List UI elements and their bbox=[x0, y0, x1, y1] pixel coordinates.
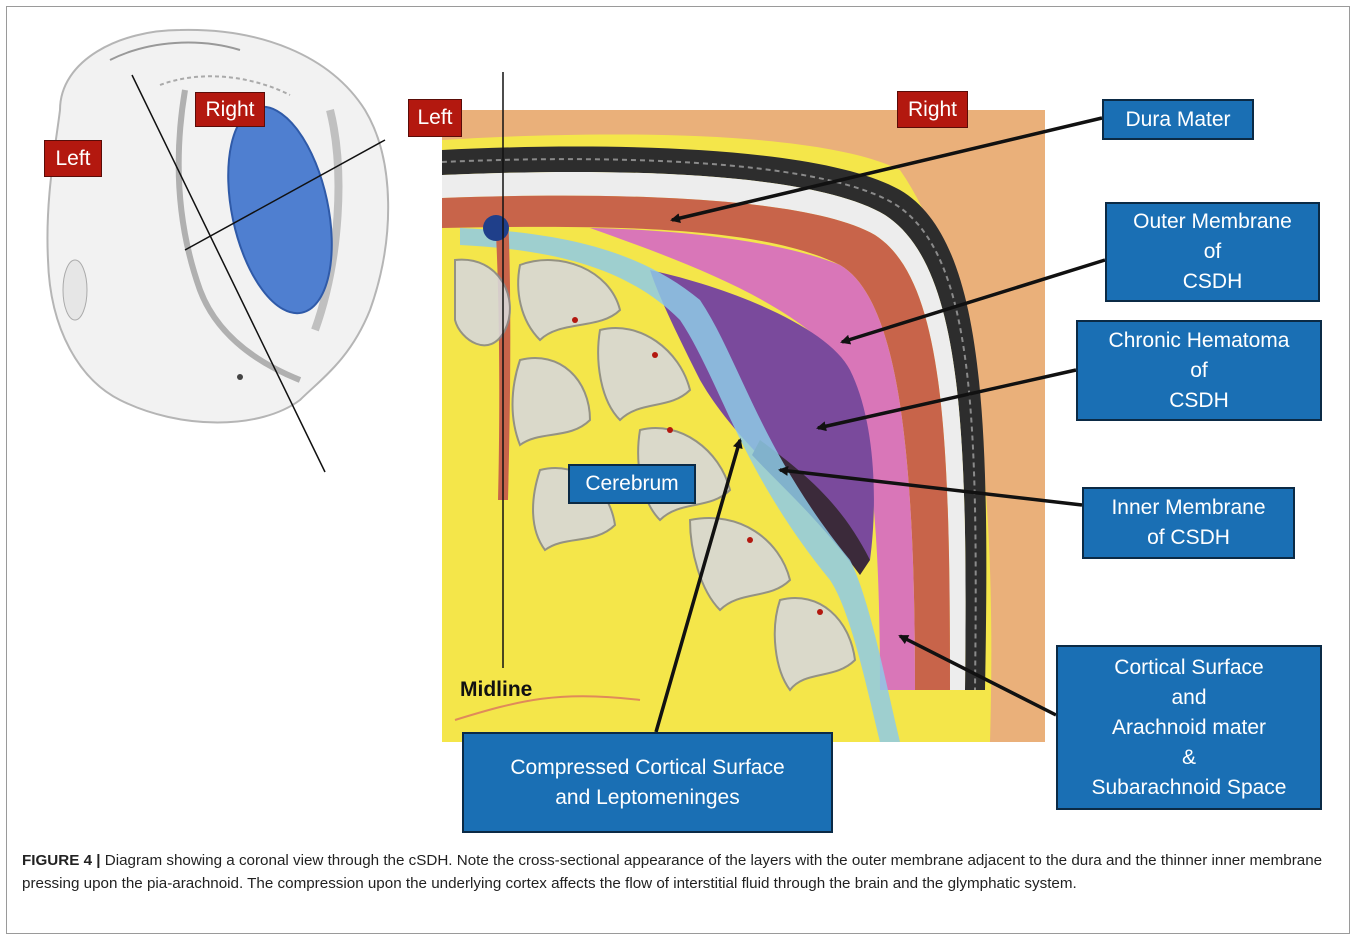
label-left-main: Left bbox=[408, 99, 462, 137]
label-dura-mater: Dura Mater bbox=[1102, 99, 1254, 140]
label-chronic-hematoma: Chronic Hematoma of CSDH bbox=[1076, 320, 1322, 421]
label-outer-membrane: Outer Membrane of CSDH bbox=[1105, 202, 1320, 302]
label-left-top: Left bbox=[44, 140, 102, 177]
label-right-main: Right bbox=[897, 91, 968, 128]
label-cortical-surface: Cortical Surface and Arachnoid mater & S… bbox=[1056, 645, 1322, 810]
label-right-top: Right bbox=[195, 92, 265, 127]
caption-text: Diagram showing a coronal view through t… bbox=[22, 852, 1322, 892]
label-compressed-cortical: Compressed Cortical Surface and Leptomen… bbox=[462, 732, 833, 833]
label-cerebrum: Cerebrum bbox=[568, 464, 696, 504]
label-inner-membrane: Inner Membrane of CSDH bbox=[1082, 487, 1295, 559]
figure-caption: FIGURE 4 | Diagram showing a coronal vie… bbox=[22, 849, 1342, 895]
figure-number: FIGURE 4 | bbox=[22, 852, 101, 869]
label-midline: Midline bbox=[460, 678, 532, 702]
